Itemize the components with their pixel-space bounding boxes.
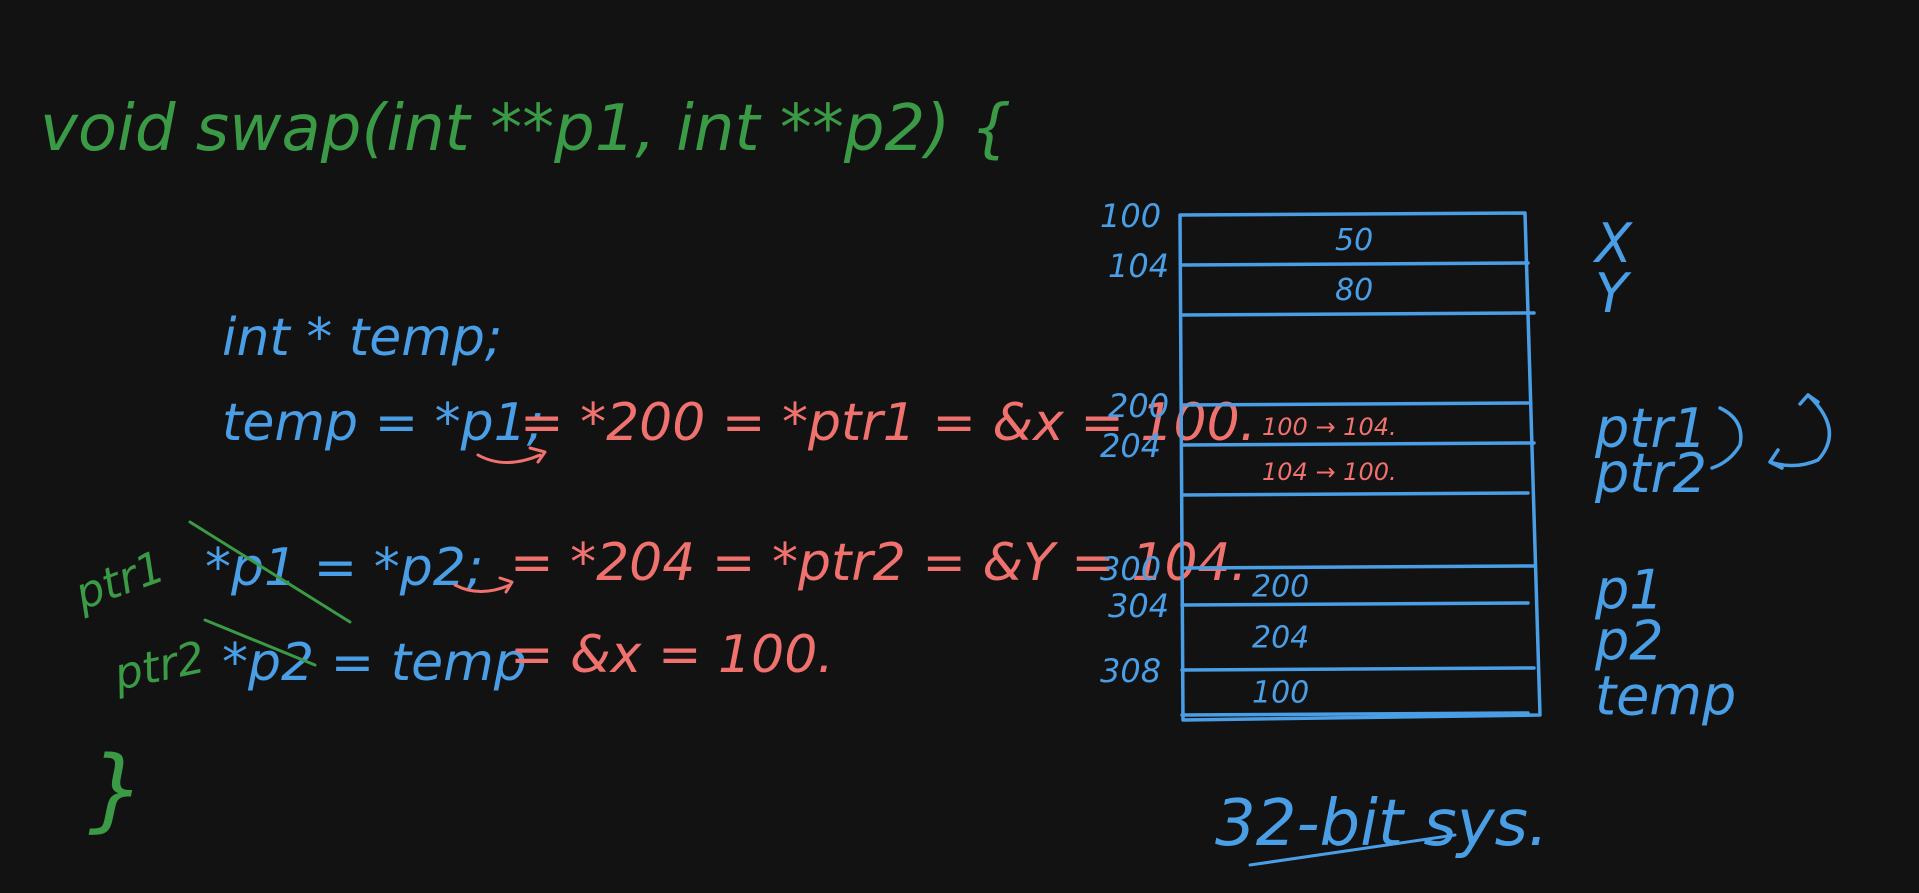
memory-variable-label: Y	[1595, 262, 1632, 325]
function-signature: void swap(int **p1, int **p2) {	[40, 92, 1011, 166]
system-caption: 32-bit sys.	[1215, 787, 1548, 861]
memory-address: 104	[1108, 247, 1169, 285]
line1-evaluation: = *200 = *ptr1 = &x = 100.	[520, 393, 1256, 453]
memory-table-border	[1178, 211, 1542, 722]
temp-declaration: int * temp;	[222, 308, 502, 368]
memory-row-divider	[1180, 441, 1536, 447]
memory-cell-value: 50	[1335, 223, 1373, 258]
line2-evaluation: = *204 = *ptr2 = &Y = 104.	[510, 533, 1247, 593]
memory-address: 304	[1108, 587, 1169, 625]
memory-cell-value: 204	[1252, 621, 1309, 656]
code-block: void swap(int **p1, int **p2) { int * te…	[40, 92, 1256, 842]
memory-row-divider	[1180, 564, 1536, 570]
memory-cell-value: 100 → 104.	[1262, 413, 1397, 441]
memory-row-divider	[1180, 401, 1530, 407]
memory-variable-label: temp	[1595, 665, 1736, 728]
memory-row-divider	[1180, 261, 1530, 267]
memory-diagram: 50 100 X 80 104 Y 100 → 104. 200 ptr1 104 → 100. 2…	[1100, 197, 1832, 867]
line2-code: *p1 = *p2;	[205, 538, 483, 598]
memory-row-divider	[1180, 601, 1530, 607]
line3-code: *p2 = temp	[222, 633, 527, 693]
memory-cell-value: 100	[1252, 676, 1309, 711]
memory-address: 100	[1100, 197, 1161, 235]
memory-variable-label: ptr2	[1594, 442, 1707, 505]
caption-underline	[1248, 833, 1457, 867]
closing-brace: }	[88, 737, 145, 842]
line1-code: temp = *p1;	[222, 393, 544, 453]
memory-row-divider	[1180, 711, 1530, 717]
memory-variable-label: p2	[1594, 610, 1664, 673]
memory-cell-value: 80	[1335, 273, 1373, 308]
memory-variable-label: ptr1	[1594, 397, 1707, 460]
memory-variable-label: p1	[1594, 559, 1664, 622]
memory-row-divider	[1180, 666, 1536, 672]
swap-arrow-outer	[1768, 393, 1832, 470]
memory-row-divider	[1180, 311, 1536, 317]
memory-variable-label: X	[1592, 212, 1633, 275]
line1-curl-arrow	[476, 446, 547, 464]
line3-evaluation: = &x = 100.	[510, 625, 834, 685]
memory-row-divider	[1180, 491, 1530, 497]
memory-cell-value: 200	[1252, 570, 1309, 605]
memory-address: 308	[1100, 652, 1161, 690]
line2-strikethrough	[188, 520, 352, 624]
line2-curl-arrow	[453, 576, 514, 594]
memory-address: 204	[1100, 427, 1161, 465]
memory-cell-value: 104 → 100.	[1262, 458, 1397, 486]
swap-arrow-inner	[1710, 406, 1743, 470]
line3-strikethrough	[203, 618, 317, 667]
memory-address: 200	[1108, 387, 1169, 425]
memory-address: 300	[1100, 550, 1161, 588]
